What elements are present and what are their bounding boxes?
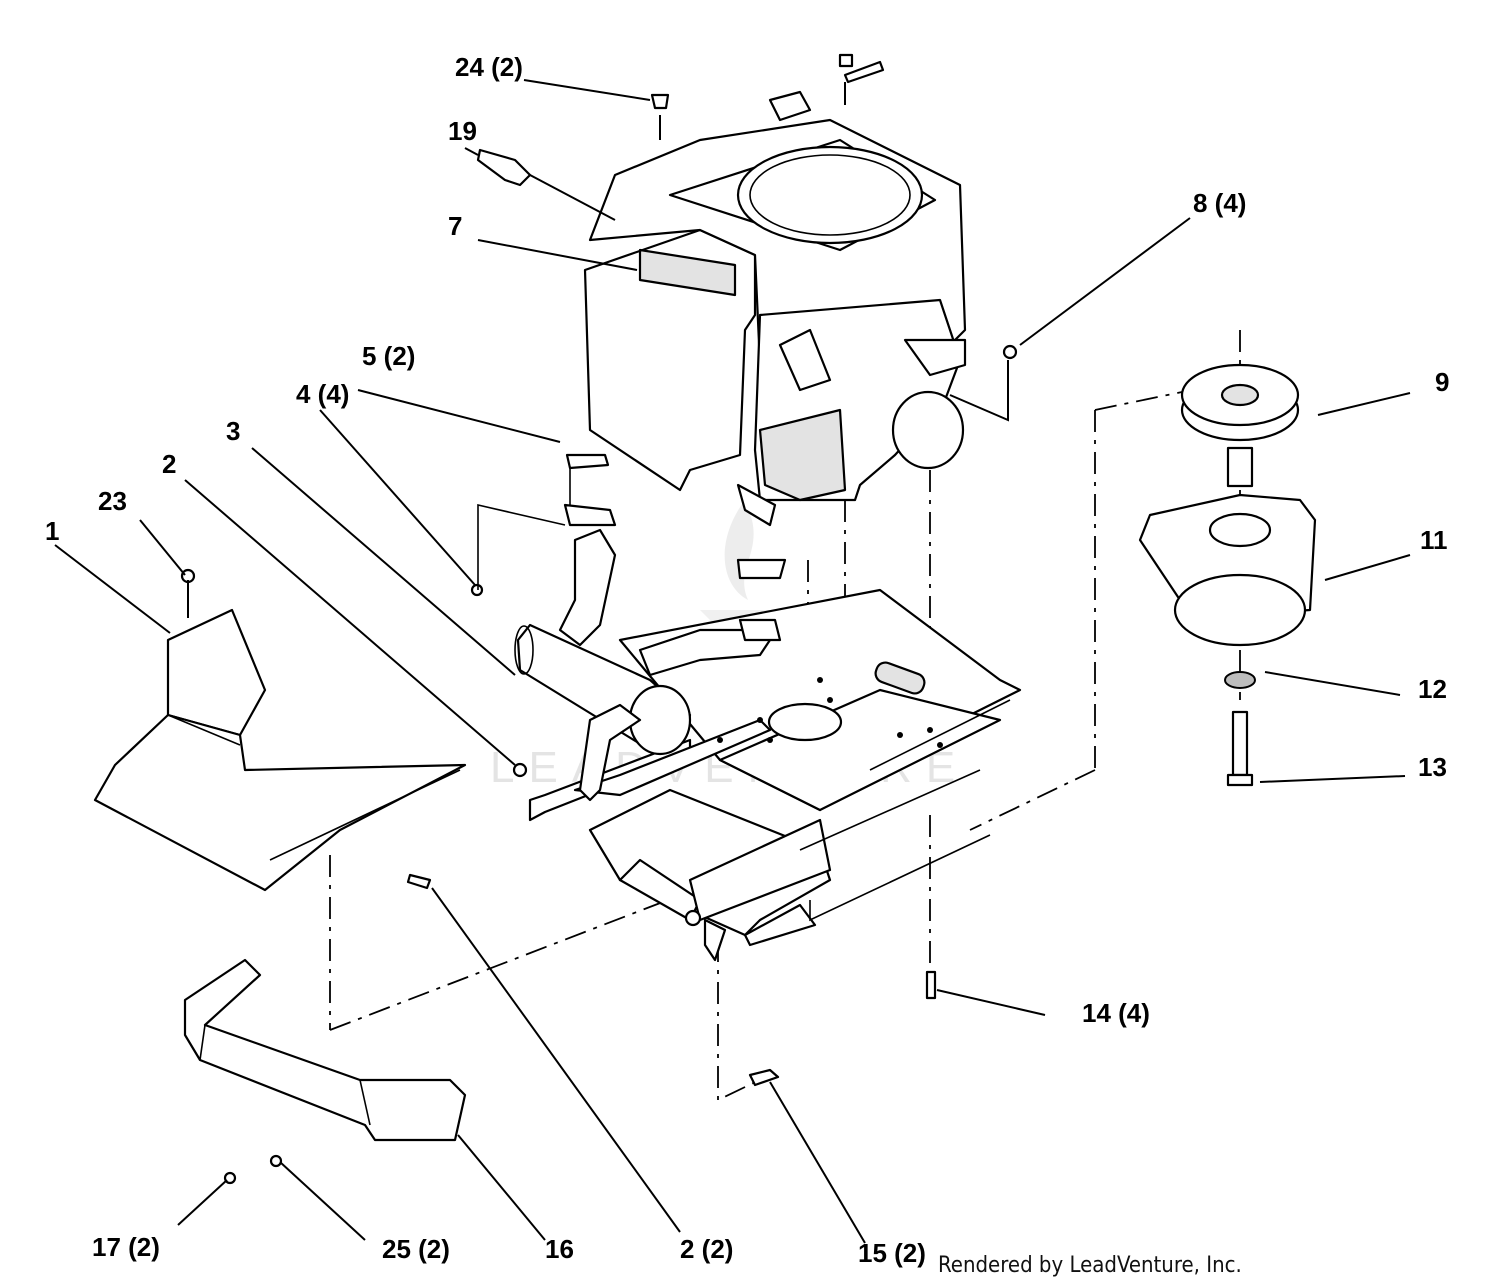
callout-12: 12 xyxy=(1418,674,1447,704)
leader-lines xyxy=(54,79,1411,1244)
engine xyxy=(583,90,967,527)
callout-17: 17 (2) xyxy=(92,1232,160,1262)
shield xyxy=(93,608,467,892)
callout-14: 14 (4) xyxy=(1082,998,1150,1028)
callout-19: 19 xyxy=(448,116,477,146)
callout-9: 9 xyxy=(1435,367,1449,397)
callout-15: 15 (2) xyxy=(858,1238,926,1268)
callout-25: 25 (2) xyxy=(382,1234,450,1264)
bumper xyxy=(183,958,467,1142)
callout-2: 2 xyxy=(162,449,176,479)
callout-2b: 2 (2) xyxy=(680,1234,733,1264)
callout-11: 11 xyxy=(1420,525,1448,555)
callout-8: 8 (4) xyxy=(1193,188,1246,218)
callout-1: 1 xyxy=(45,516,59,546)
callout-4: 4 (4) xyxy=(296,379,349,409)
callout-5: 5 (2) xyxy=(362,341,415,371)
clutch-assembly xyxy=(1138,363,1317,787)
render-credit: Rendered by LeadVenture, Inc. xyxy=(938,1253,1242,1278)
callout-labels: 24 (2) 19 7 8 (4) 5 (2) 4 (4) 3 2 23 1 9… xyxy=(45,52,1449,1268)
callout-16: 16 xyxy=(545,1234,574,1264)
callout-7: 7 xyxy=(448,211,462,241)
callout-24: 24 (2) xyxy=(455,52,523,82)
callout-13: 13 xyxy=(1418,752,1447,782)
hardware xyxy=(180,53,1018,1185)
callout-23: 23 xyxy=(98,486,127,516)
callout-3: 3 xyxy=(226,416,240,446)
muffler xyxy=(514,453,787,802)
